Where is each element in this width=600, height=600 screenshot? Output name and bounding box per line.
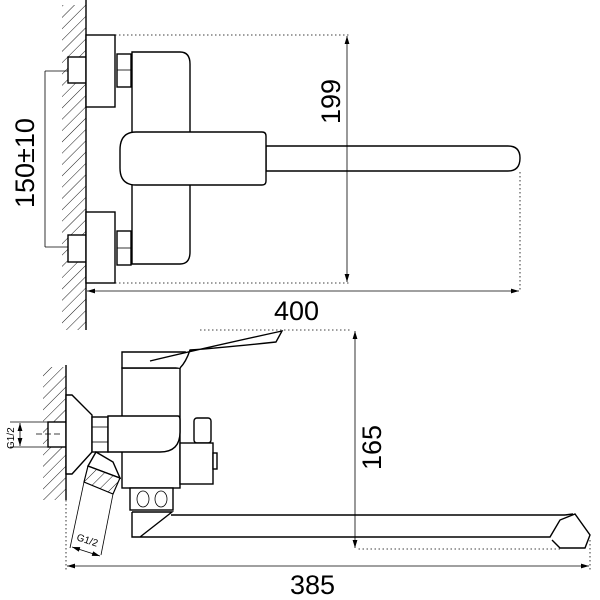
spout-side <box>131 511 591 549</box>
dim-label-165: 165 <box>357 425 387 470</box>
inlet-stub-lower <box>67 234 87 263</box>
label-hose-thread: G1/2 <box>75 532 99 549</box>
wall-stub <box>47 421 67 448</box>
top-view: 199 150±10 400 <box>10 0 521 330</box>
flange-lower <box>85 211 116 284</box>
dim-line-hose-thread <box>71 546 101 557</box>
diverter-knob <box>193 417 212 444</box>
lever-side <box>149 329 284 369</box>
nut-upper <box>116 53 132 88</box>
side-view: G1/2 G1/2 165 385 <box>6 329 591 600</box>
dim-label-150: 150±10 <box>10 118 40 208</box>
wall-hatch-top <box>62 5 86 330</box>
flange-upper <box>85 34 116 108</box>
dim-label-385: 385 <box>290 570 335 600</box>
escutcheon <box>65 394 93 475</box>
handle-top <box>119 131 267 186</box>
dim-label-199: 199 <box>316 79 346 124</box>
nut-side <box>91 416 109 453</box>
outlet-block <box>129 487 174 511</box>
diverter-body <box>179 442 214 485</box>
label-wall-thread: G1/2 <box>6 427 17 449</box>
inlet-tube <box>107 415 181 453</box>
spout-top <box>265 145 521 172</box>
inlet-stub-upper <box>67 56 87 84</box>
dim-label-400: 400 <box>274 296 319 326</box>
